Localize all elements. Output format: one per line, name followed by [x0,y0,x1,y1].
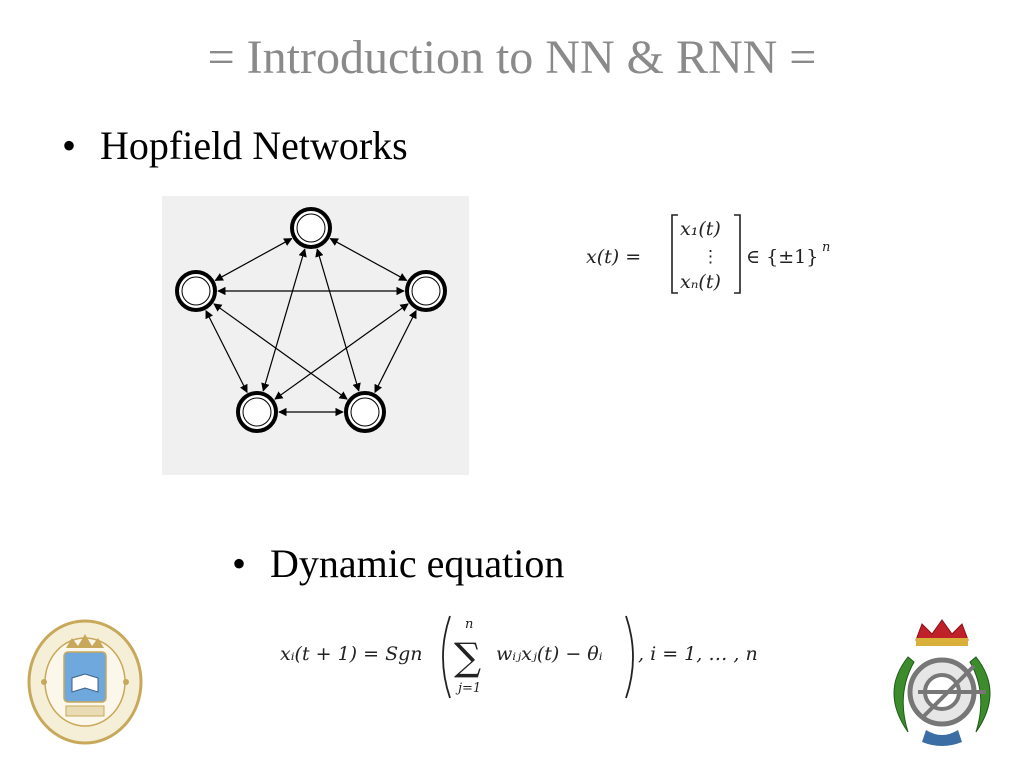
eq2-left-paren [442,615,451,699]
network-edge [329,238,408,281]
network-edge [374,309,417,394]
emblem-diagonal [922,664,976,718]
eq1-lhs: x(t) = [586,246,641,268]
eq1-left-bracket [671,214,678,294]
eq2-tail: , i = 1, … , n [638,643,758,665]
bullet-hopfield-text: Hopfield Networks [100,123,408,168]
bullet-dynamic: • Dynamic equation [232,540,564,587]
emblem-laurel-left [893,656,915,733]
eq1-right-bracket [734,214,741,294]
bullet-dot: • [62,123,77,168]
eq2-sum-top: n [465,617,473,632]
eq2-lhs: xᵢ(t + 1) = Sgn [280,643,423,665]
eq2-body: wᵢⱼxⱼ(t) − θᵢ [496,643,603,665]
emblem-ribbon [922,730,962,746]
state-vector-equation: x(t) = x₁(t) ⋮ xₙ(t) ∈ {±1} n [586,214,830,294]
eq1-row-mid: ⋮ [702,247,719,266]
network-node [236,391,278,433]
bullet-dynamic-text: Dynamic equation [270,541,565,586]
network-node [405,270,447,312]
emblem-crown [915,619,969,641]
seal-star-left [41,679,47,685]
seal-star-right [123,679,129,685]
bullet-hopfield: • Hopfield Networks [62,122,408,169]
eq1-row-bottom: xₙ(t) [680,271,721,293]
seal-banner [65,705,105,717]
seal-crown [66,634,104,648]
eq2-sum-bottom: j=1 [455,681,481,696]
upm-seal-logo [27,619,143,745]
eq2-right-paren [625,615,634,699]
emblem-laurel-right [969,656,991,733]
network-node [175,270,217,312]
dynamic-equation: xᵢ(t + 1) = Sgn n ∑ j=1 wᵢⱼxⱼ(t) − θᵢ , … [280,615,758,699]
eq2-sum-symbol: ∑ [454,635,481,679]
network-edge [214,238,293,281]
fi-emblem-logo [893,619,991,746]
emblem-crown-band [916,638,968,646]
eq1-row-top: x₁(t) [680,218,721,240]
eq1-rhs-exponent: n [822,240,830,255]
bullet-dot: • [232,541,247,586]
seal-book [71,673,99,693]
hopfield-network-diagram [162,196,469,475]
network-node [344,391,386,433]
slide-title: = Introduction to NN & RNN = [207,31,817,84]
network-node [290,207,332,249]
eq1-rhs: ∈ {±1} [746,246,818,268]
